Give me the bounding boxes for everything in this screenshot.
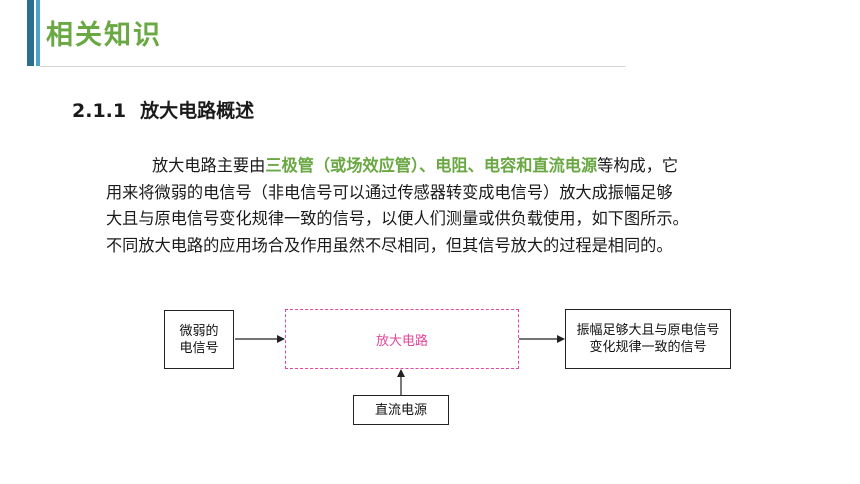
output-label-line-1: 振幅足够大且与原电信号 xyxy=(576,323,720,338)
dc-power-label: 直流电源 xyxy=(374,402,427,418)
output-label-line-2: 变化规律一致的信号 xyxy=(589,340,707,355)
input-label-line-2: 电信号 xyxy=(179,340,219,356)
heading-number: 2.1.1 xyxy=(72,100,127,122)
input-signal-box: 微弱的 电信号 xyxy=(164,310,234,369)
line1-pre: 放大电路主要由 xyxy=(152,156,266,175)
section-heading: 2.1.1 放大电路概述 xyxy=(72,96,254,126)
line1-highlight: 三极管（或场效应管）、电阻、电容和直流电源 xyxy=(265,156,598,175)
input-label-line-1: 微弱的 xyxy=(179,323,219,339)
output-signal-box: 振幅足够大且与原电信号 变化规律一致的信号 xyxy=(565,309,731,369)
paragraph-line-4: 不同放大电路的应用场合及作用虽然不尽相同，但其信号放大的过程是相同的。 xyxy=(106,235,673,255)
title-divider xyxy=(40,66,626,67)
accent-bar-light xyxy=(36,0,40,66)
paragraph-line-1: 放大电路主要由三极管（或场效应管）、电阻、电容和直流电源等构成，它 xyxy=(106,153,796,180)
amplifier-circuit-box: 放大电路 xyxy=(285,309,519,369)
dc-power-box: 直流电源 xyxy=(353,395,449,425)
body-paragraph: 放大电路主要由三极管（或场效应管）、电阻、电容和直流电源等构成，它 用来将微弱的… xyxy=(106,153,796,259)
accent-bar-dark xyxy=(27,0,34,66)
paragraph-line-2: 用来将微弱的电信号（非电信号可以通过传感器转变成电信号）放大成振幅足够 xyxy=(106,182,673,202)
heading-text: 放大电路概述 xyxy=(140,100,255,122)
paragraph-line-3: 大且与原电信号变化规律一致的信号，以便人们测量或供负载使用，如下图所示。 xyxy=(106,209,689,228)
amplifier-label: 放大电路 xyxy=(375,333,428,349)
section-title: 相关知识 xyxy=(46,20,162,51)
line1-post: 等构成，它 xyxy=(597,156,679,175)
